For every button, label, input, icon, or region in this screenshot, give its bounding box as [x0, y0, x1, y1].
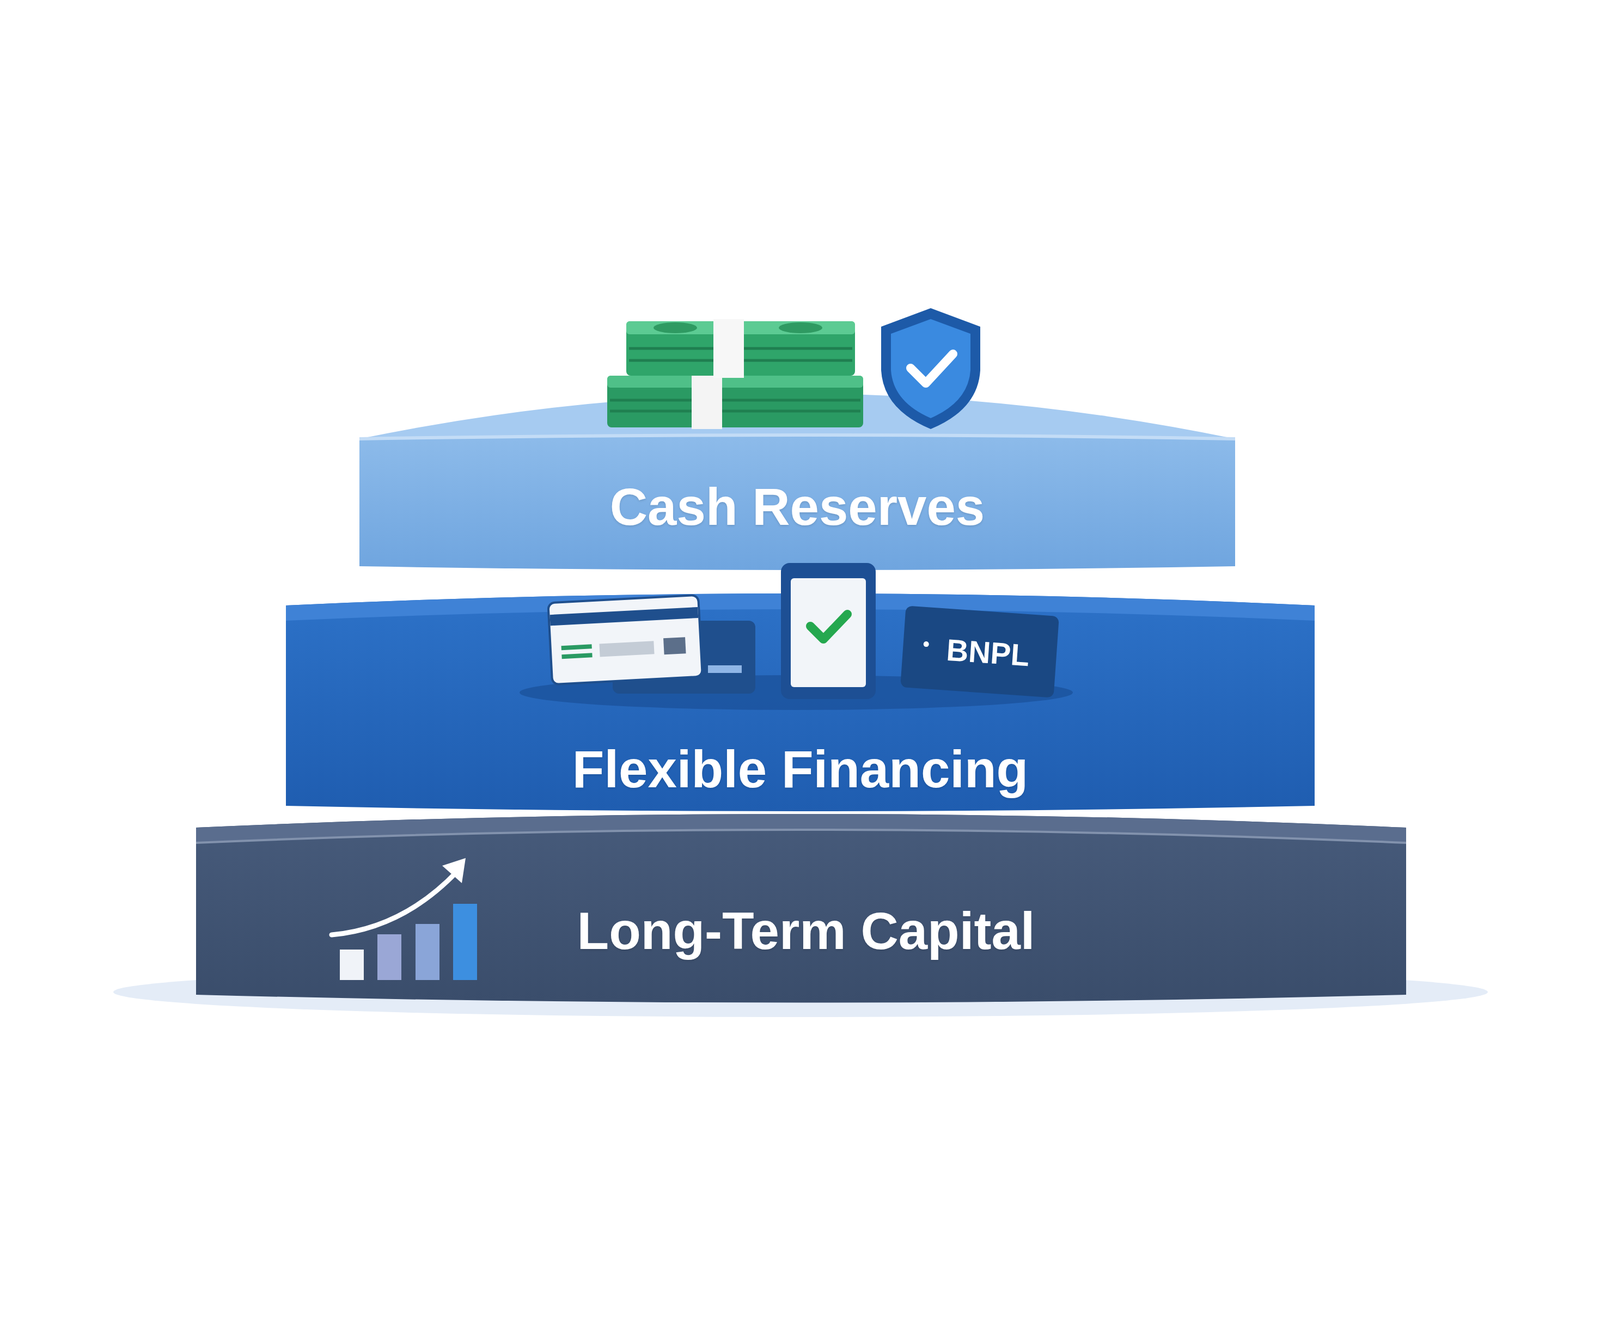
growth-chart-icon — [331, 858, 478, 981]
layer-band: Cash Reserves — [359, 455, 1236, 559]
layer-band: Flexible Financing — [285, 717, 1315, 822]
credit-card-icon — [547, 595, 756, 694]
phone-icon — [780, 563, 876, 700]
card-label: BNPL — [945, 634, 1031, 671]
layer-band: Long-Term Capital — [490, 871, 1122, 992]
shield-icon — [881, 308, 981, 430]
band-title: Long-Term Capital — [577, 901, 1036, 962]
bottom-band — [196, 814, 1407, 1004]
money-icon — [607, 319, 864, 430]
band-title: Flexible Financing — [572, 739, 1029, 800]
bnpl-card — [900, 605, 1060, 698]
band-title: Cash Reserves — [609, 477, 985, 537]
